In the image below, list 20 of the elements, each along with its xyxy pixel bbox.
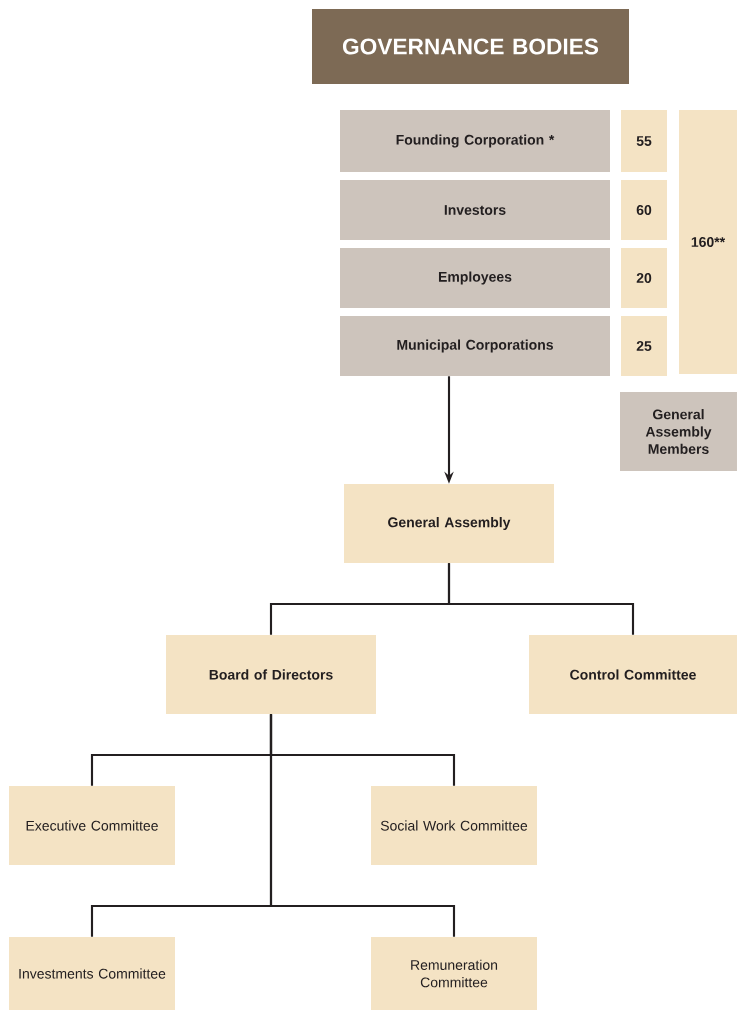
total-box: 160** bbox=[679, 110, 737, 374]
body-box: General Assembly bbox=[344, 484, 554, 563]
count-box: 25 bbox=[621, 316, 667, 376]
group-box: Founding Corporation * bbox=[340, 110, 610, 172]
group-box: Investors bbox=[340, 180, 610, 240]
body-box: Board of Directors bbox=[166, 635, 376, 714]
group-box: Employees bbox=[340, 248, 610, 308]
committee-box: Investments Committee bbox=[9, 937, 175, 1010]
connector bbox=[447, 563, 635, 635]
heading-box: GOVERNANCE BODIES bbox=[312, 9, 629, 84]
count-box: 55 bbox=[621, 110, 667, 172]
legend-box: General Assembly Members bbox=[620, 392, 737, 471]
committee-box: Social Work Committee bbox=[371, 786, 537, 865]
connector bbox=[269, 714, 456, 937]
count-box: 60 bbox=[621, 180, 667, 240]
committee-box: Remuneration Committee bbox=[371, 937, 537, 1010]
committee-box: Executive Committee bbox=[9, 786, 175, 865]
group-box: Municipal Corporations bbox=[340, 316, 610, 376]
body-box: Control Committee bbox=[529, 635, 737, 714]
count-box: 20 bbox=[621, 248, 667, 308]
